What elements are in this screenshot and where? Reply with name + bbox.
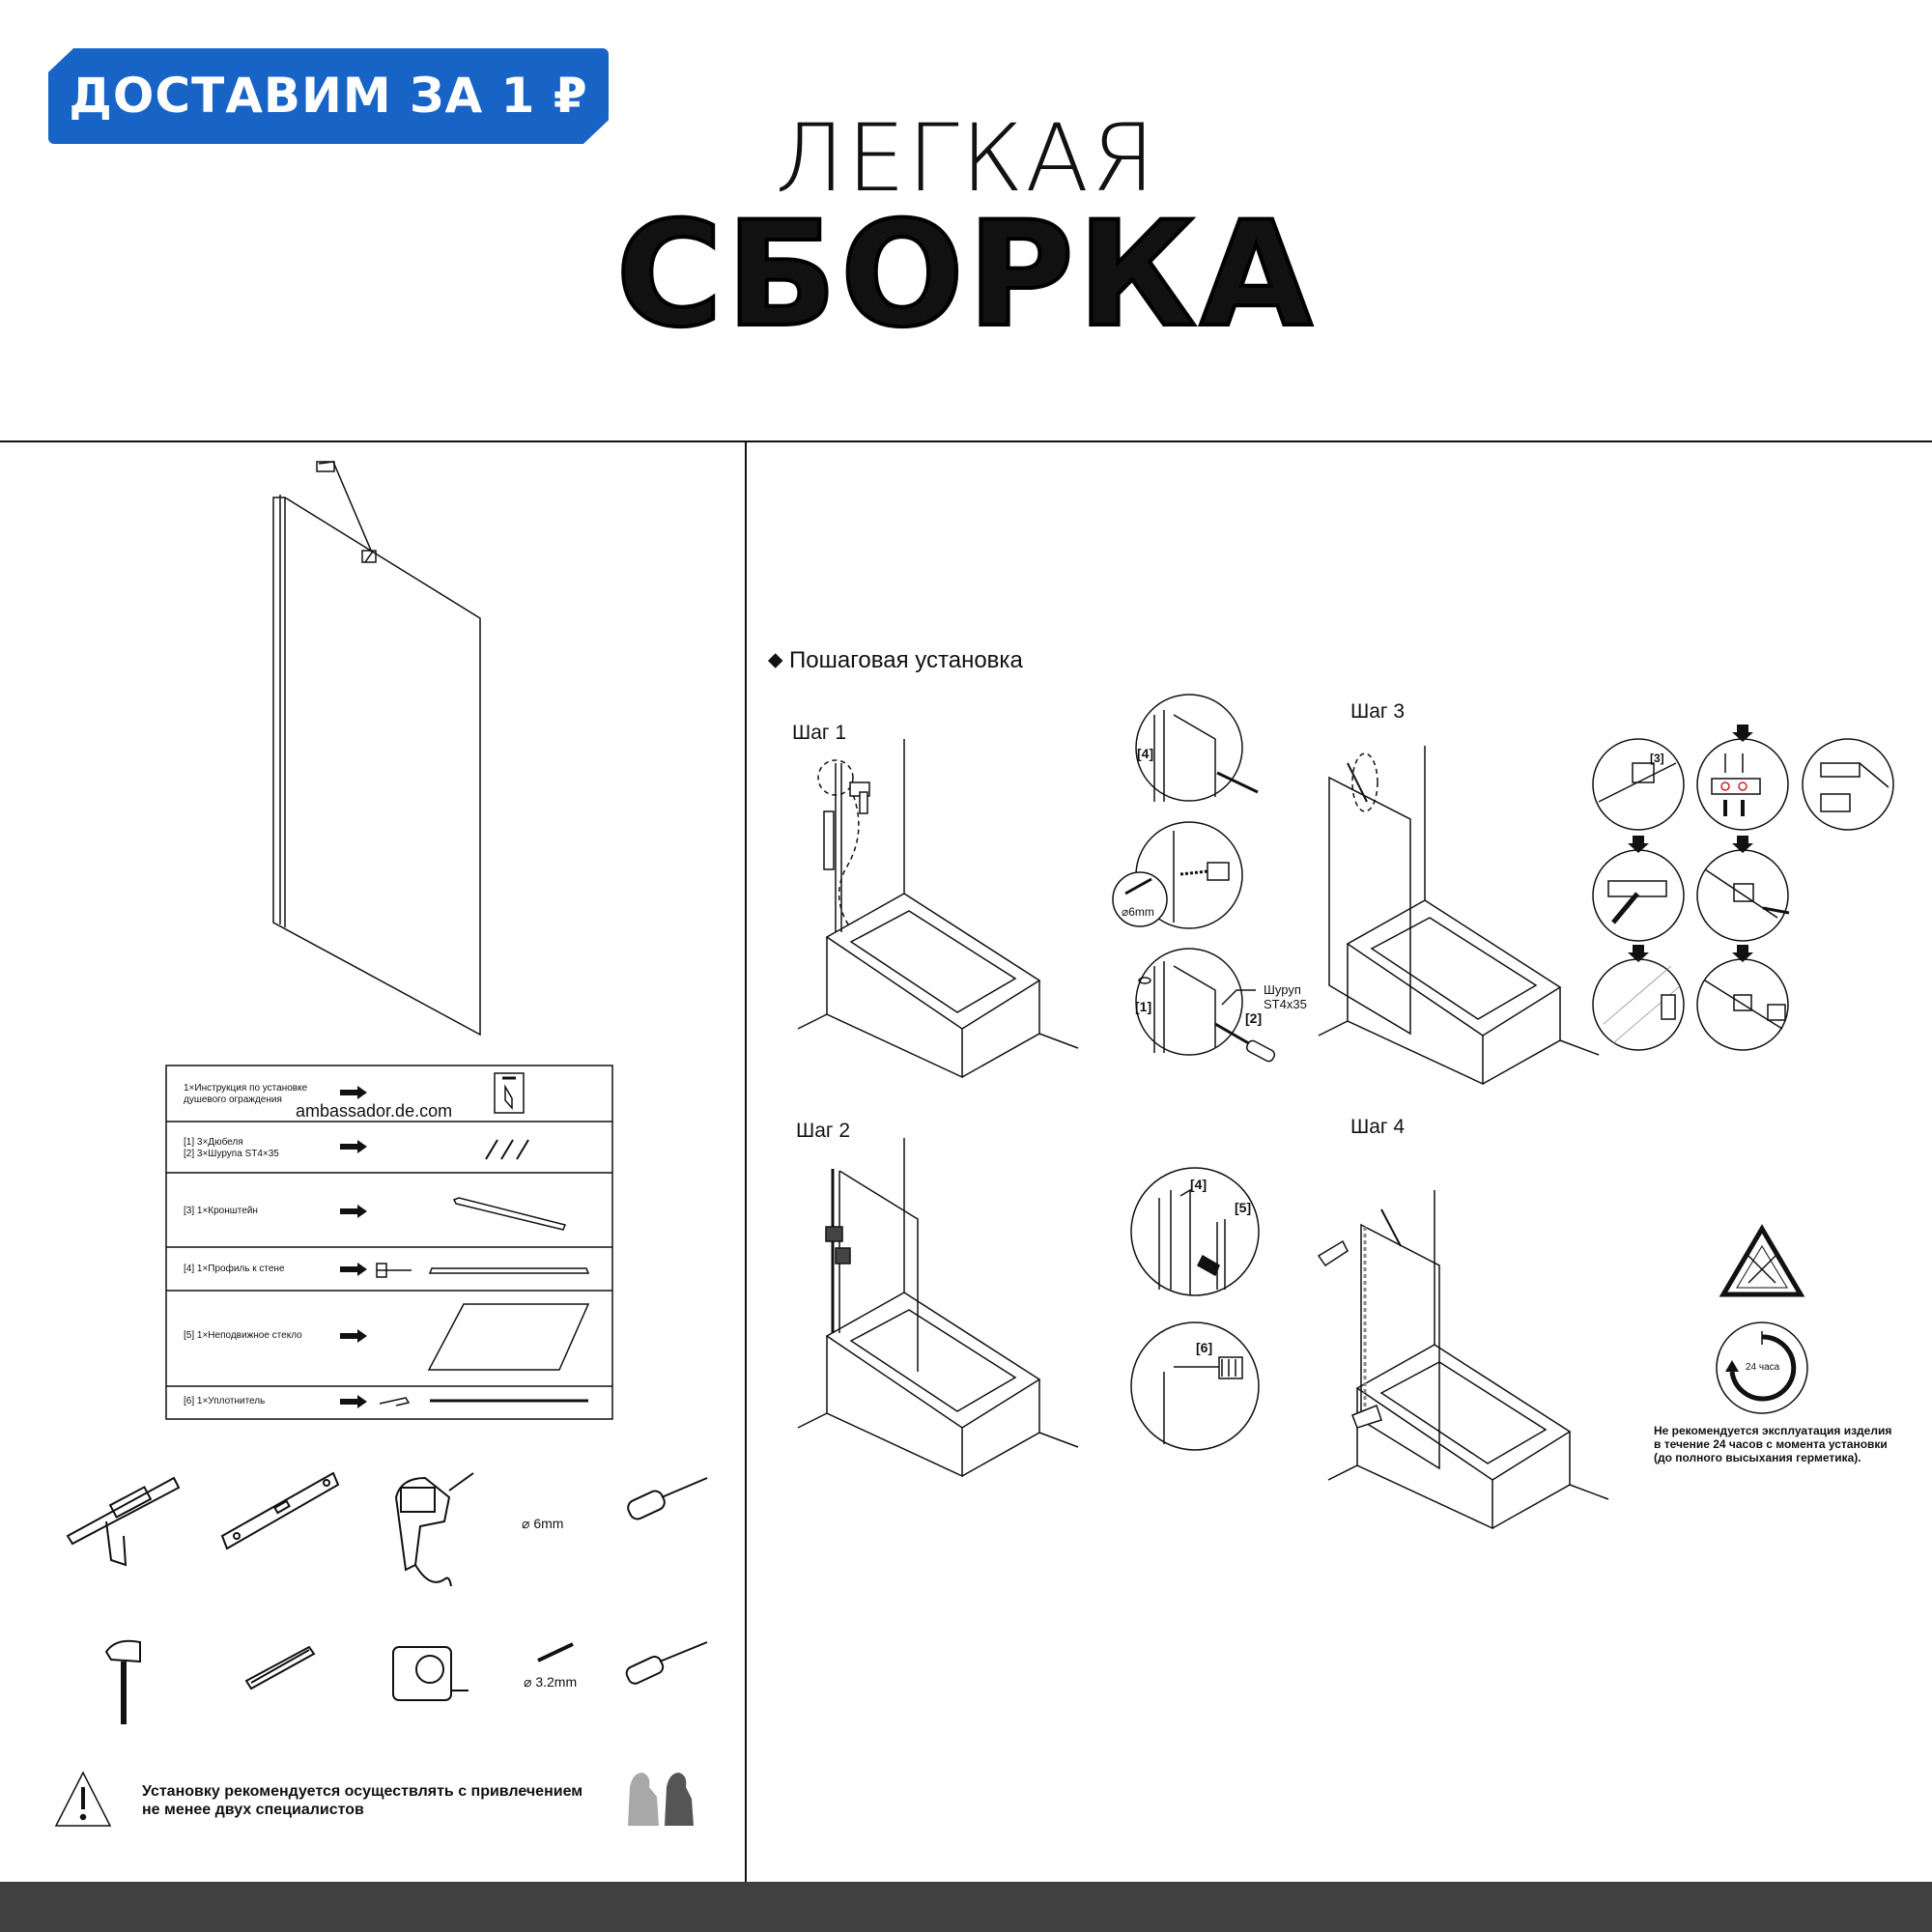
footer-bar	[0, 1882, 1932, 1932]
step4-label: Шаг 4	[1350, 1116, 1406, 1138]
step2-label: Шаг 2	[796, 1120, 851, 1142]
callout-2: [2]	[1245, 1010, 1263, 1026]
notice-line2: в течение 24 часов с момента установки	[1654, 1437, 1888, 1451]
glass-panel-drawing	[272, 461, 481, 1037]
part-row-seal: [6] 1×Уплотнитель	[184, 1396, 266, 1406]
clock-label: 24 часа	[1746, 1362, 1780, 1373]
step4-details	[1130, 1167, 1260, 1451]
part-row-fixed-glass: [5] 1×Неподвижное стекло	[184, 1330, 302, 1341]
part-row-dowels-screws: [1] 3×Дюбеля [2] 3×Шурупа ST4×35	[184, 1137, 279, 1159]
clock-24h-icon	[1716, 1321, 1808, 1414]
title-line1: ЛЕГКАЯ	[775, 104, 1157, 213]
step3-bracket-detail-circles	[1592, 724, 1894, 1051]
section-title: Пошаговая установка	[789, 647, 1023, 673]
warning-triangle-icon	[54, 1771, 112, 1827]
diamond-bullet-icon	[767, 653, 783, 668]
tool-label-6mm: ⌀ 6mm	[522, 1516, 564, 1531]
part-row-instruction: 1×Инструкция по установке душевого ограж…	[184, 1083, 308, 1105]
callout-3: [3]	[1650, 752, 1664, 765]
no-use-warning-icon	[1719, 1224, 1805, 1297]
two-specialists-icon	[628, 1773, 694, 1826]
step1-drawing	[797, 738, 1079, 1078]
callout-1: [1]	[1135, 999, 1152, 1014]
parts-table	[165, 1065, 613, 1420]
step3-label: Шаг 3	[1350, 700, 1406, 723]
delivery-promo-banner: ДОСТАВИМ ЗА 1 ₽	[48, 48, 609, 144]
warning-text-line1: Установку рекомендуется осуществлять с п…	[142, 1783, 583, 1800]
callout-4-step4: [4]	[1190, 1177, 1208, 1192]
step3-drawing	[1318, 745, 1600, 1085]
tools-drawings	[66, 1471, 708, 1724]
callout-6: [6]	[1196, 1340, 1213, 1355]
tool-label-3-2mm: ⌀ 3.2mm	[524, 1674, 578, 1690]
step4-drawing	[1317, 1189, 1609, 1529]
divider-vertical	[745, 440, 747, 1886]
callout-screw-line2: ST4x35	[1264, 997, 1307, 1011]
watermark-url: ambassador.de.com	[296, 1101, 453, 1121]
callout-drill-6mm: ⌀6mm	[1122, 905, 1154, 919]
callout-4: [4]	[1137, 746, 1154, 761]
part-row-bracket: [3] 1×Кронштейн	[184, 1206, 258, 1216]
step2-drawing	[797, 1137, 1079, 1477]
step1-label: Шаг 1	[792, 722, 847, 744]
part-row-wall-profile: [4] 1×Профиль к стене	[184, 1264, 285, 1274]
step1-detail-circles	[1112, 694, 1276, 1063]
warning-text-line2: не менее двух специалистов	[142, 1802, 364, 1818]
divider-horizontal	[0, 440, 1932, 442]
callout-screw-line1: Шуруп	[1264, 982, 1301, 997]
notice-line1: Не рекомендуется эксплуатация изделия	[1654, 1424, 1892, 1437]
notice-line3: (до полного высыхания герметика).	[1654, 1451, 1861, 1464]
callout-5: [5]	[1235, 1200, 1252, 1215]
title-line2: СБОРКА	[614, 189, 1317, 361]
